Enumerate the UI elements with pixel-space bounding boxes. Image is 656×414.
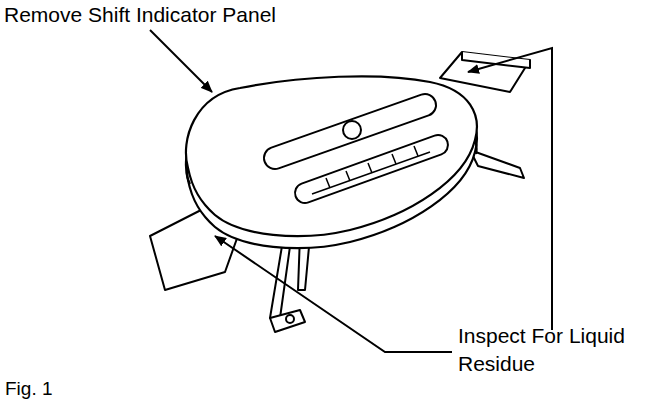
shift-indicator-panel [186,76,477,248]
bracket [150,52,530,332]
callout-label: Inspect For Liquid Residue [458,322,648,378]
leader-lines [150,30,552,352]
callout-label: Remove Shift Indicator Panel [4,1,424,29]
figure-caption: Fig. 1 [5,376,125,401]
slots [275,105,438,194]
